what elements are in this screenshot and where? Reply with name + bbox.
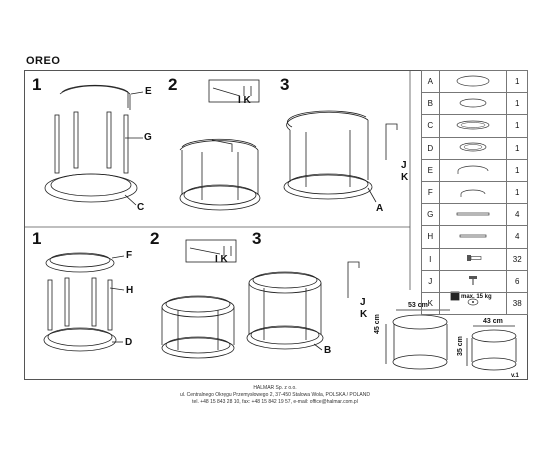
- label-g: G: [144, 132, 152, 143]
- large-width-dimension: 53 cm: [408, 302, 428, 309]
- part-code: A: [421, 69, 440, 94]
- large-height-dimension: 45 cm: [374, 314, 381, 334]
- part-code: I: [421, 247, 440, 271]
- part-quantity: 38: [506, 291, 528, 316]
- part-code: F: [421, 180, 440, 205]
- label-top-ik: I K: [238, 95, 251, 106]
- small-width-dimension: 43 cm: [483, 318, 503, 325]
- part-quantity: 1: [506, 92, 528, 116]
- part-quantity: 32: [506, 247, 528, 271]
- part-a-icon: [438, 69, 508, 94]
- part-j-icon: [438, 269, 508, 293]
- label-bottom-k: K: [360, 309, 368, 320]
- bottom-step-2-number: 2: [150, 229, 160, 248]
- part-code: C: [421, 114, 440, 138]
- bottom-step-1-number: 1: [32, 229, 42, 248]
- part-k-icon: [438, 291, 508, 316]
- bottom-step2-drawing: [161, 239, 237, 359]
- bottom-step1-drawing: [43, 252, 125, 352]
- top-step-2-number: 2: [168, 75, 178, 94]
- label-e: E: [145, 86, 152, 97]
- part-g-icon: [438, 203, 508, 227]
- small-height-dimension: 35 cm: [457, 336, 464, 356]
- label-c: C: [137, 202, 145, 213]
- top-step-1-number: 1: [32, 75, 42, 94]
- part-quantity: 1: [506, 69, 528, 94]
- part-code: H: [421, 225, 440, 249]
- part-code: D: [421, 136, 440, 160]
- bottom-step-3-number: 3: [252, 229, 262, 248]
- part-h-icon: [438, 225, 508, 249]
- top-step-3-number: 3: [280, 75, 290, 94]
- footer-address: ul. Centralnego Okręgu Przemysłowego 2, …: [179, 392, 370, 398]
- part-quantity: 4: [506, 203, 528, 227]
- label-d: D: [125, 337, 133, 348]
- label-top-k: K: [401, 172, 409, 183]
- top-step2-drawing: [179, 79, 261, 211]
- footer-contact: tel. +48 15 843 28 10, fax: +48 15 842 1…: [192, 399, 358, 405]
- part-quantity: 1: [506, 158, 528, 182]
- bottom-step3-drawing: [246, 261, 360, 351]
- instruction-frame: [24, 70, 528, 380]
- part-e-icon: [438, 158, 508, 182]
- footer-company: HALMAR Sp. z o.o.: [253, 385, 297, 391]
- part-quantity: 4: [506, 225, 528, 249]
- part-quantity: 1: [506, 136, 528, 160]
- product-title: OREO: [26, 55, 61, 67]
- max-load-label: max. 15 kg: [461, 294, 492, 300]
- part-code: E: [421, 158, 440, 182]
- version-label: v.1: [511, 373, 519, 379]
- label-f: F: [126, 250, 133, 261]
- part-d-icon: [438, 136, 508, 160]
- part-c-icon: [438, 114, 508, 138]
- part-code: G: [421, 203, 440, 227]
- label-a: A: [376, 203, 384, 214]
- part-code: B: [421, 92, 440, 116]
- part-quantity: 6: [506, 269, 528, 293]
- label-top-j: J: [401, 160, 407, 171]
- label-b: B: [324, 345, 332, 356]
- part-quantity: 1: [506, 180, 528, 205]
- top-step1-drawing: [44, 84, 144, 206]
- part-b-icon: [438, 92, 508, 116]
- part-f-icon: [438, 180, 508, 205]
- label-bottom-ik: I K: [215, 254, 228, 265]
- part-code: J: [421, 269, 440, 293]
- top-step3-drawing: [283, 110, 398, 203]
- parts-row: I 32: [421, 247, 528, 271]
- part-i-icon: [438, 247, 508, 271]
- label-bottom-j: J: [360, 297, 366, 308]
- label-h: H: [126, 285, 134, 296]
- part-quantity: 1: [506, 114, 528, 138]
